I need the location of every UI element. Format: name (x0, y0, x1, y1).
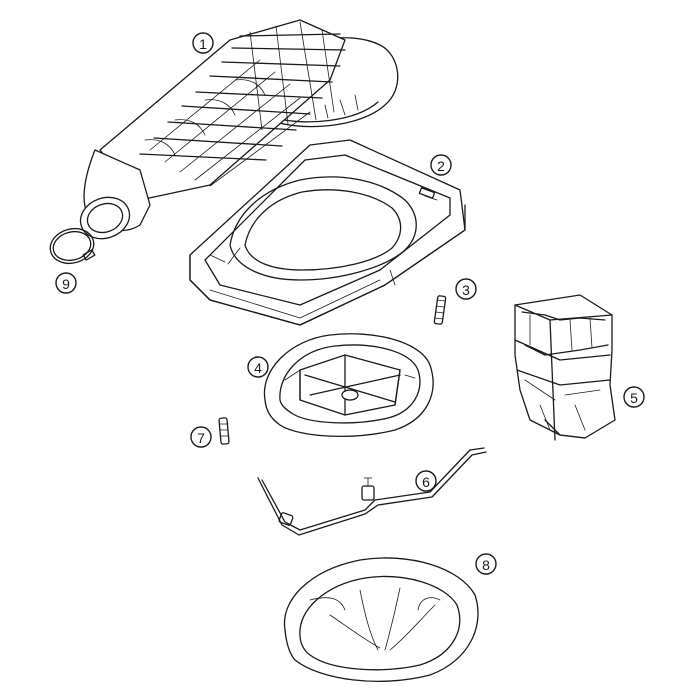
part-2-air-filter[interactable] (189, 139, 466, 326)
part-7-pin[interactable] (218, 417, 230, 445)
callout-2: 2 (430, 154, 452, 176)
part-8-rubber-boot[interactable] (283, 557, 479, 682)
callout-label-5: 5 (630, 390, 638, 406)
callout-3: 3 (455, 278, 477, 300)
callout-5: 5 (623, 386, 645, 408)
callout-label-3: 3 (462, 282, 470, 298)
callout-label-6: 6 (422, 474, 430, 490)
callout-7: 7 (190, 426, 212, 448)
part-5-intake-channel[interactable] (514, 294, 616, 441)
callout-8: 8 (475, 553, 497, 575)
callout-label-1: 1 (199, 36, 207, 52)
callout-label-7: 7 (197, 430, 205, 446)
part-6-rod-linkage[interactable] (257, 447, 487, 536)
callout-6: 6 (415, 470, 437, 492)
callout-label-9: 9 (62, 276, 70, 292)
callout-label-2: 2 (437, 158, 445, 174)
callout-4: 4 (247, 356, 269, 378)
part-3-screw[interactable] (433, 295, 447, 325)
callout-label-8: 8 (482, 557, 490, 573)
part-4-filter-cage[interactable] (263, 333, 434, 437)
part-1-intake-duct[interactable] (75, 19, 399, 245)
part-9-hose-clamp[interactable] (46, 224, 97, 268)
callout-1: 1 (192, 32, 214, 54)
callout-label-4: 4 (254, 360, 262, 376)
callout-9: 9 (55, 272, 77, 294)
